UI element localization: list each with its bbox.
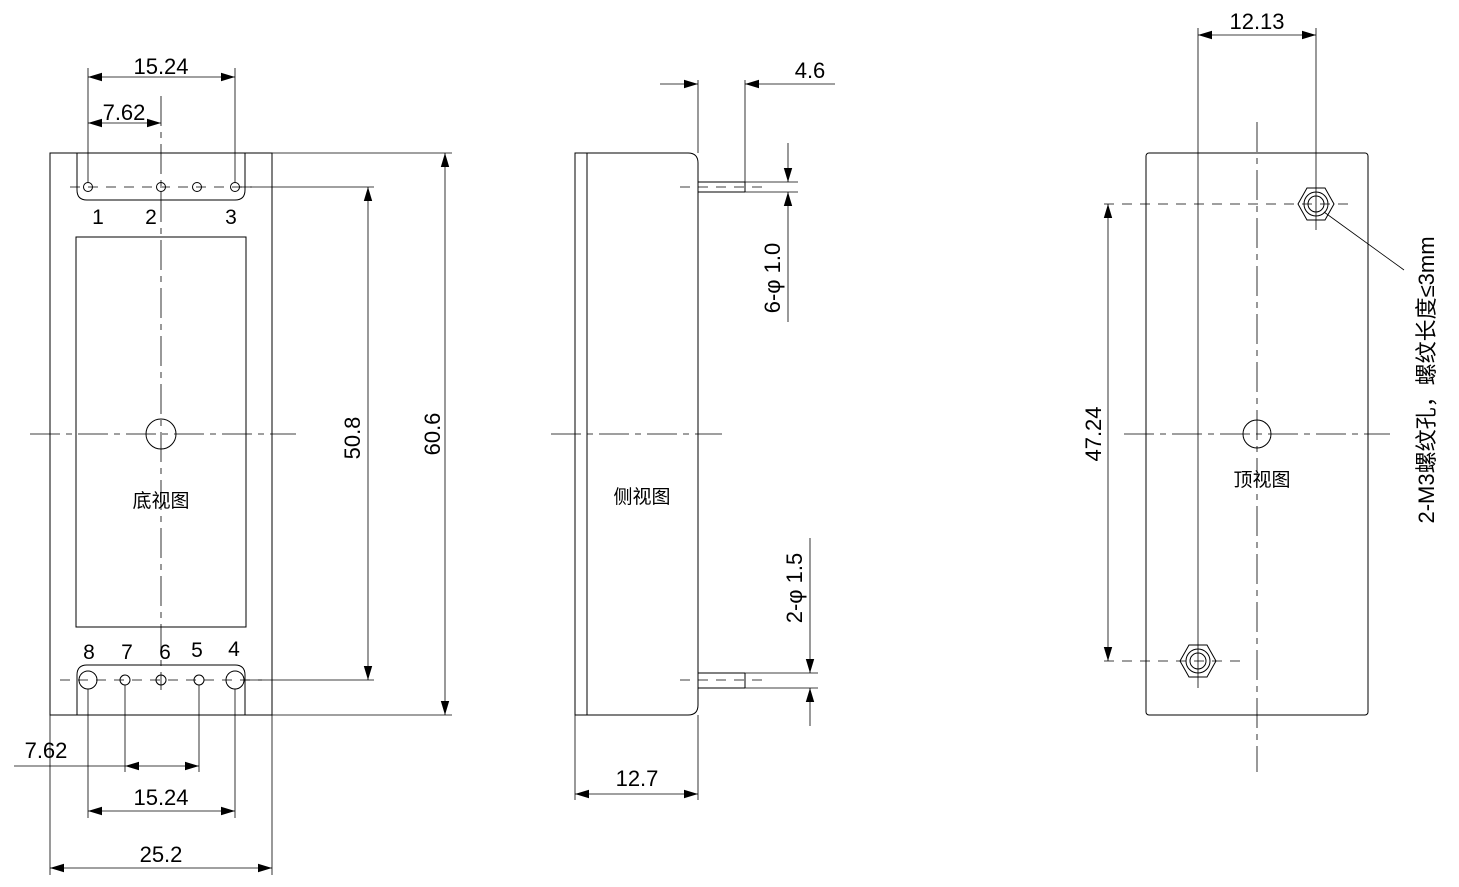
bottom-view-label: 底视图 (132, 490, 189, 512)
top-view: 顶视图 12.13 47.24 2-M3螺纹孔，螺纹长度≤3mm (1081, 9, 1439, 772)
dim-width: 25.2 (140, 842, 183, 867)
threaded-hole-upper (1303, 191, 1329, 217)
hex-nut-upper (1297, 187, 1335, 221)
side-view: 侧视图 4.6 6-φ 1.0 2-φ 1.5 12.7 (551, 58, 835, 800)
dim-hole-spacing: 47.24 (1081, 406, 1106, 461)
pin-label-5: 5 (191, 639, 203, 662)
pin-label-8: 8 (83, 641, 95, 664)
dim-pin-large: 2-φ 1.5 (782, 553, 807, 624)
pin-label-2: 2 (145, 206, 157, 229)
bottom-view: 1 2 3 8 7 6 5 4 底视图 15.24 7.62 7.62 15.2… (14, 54, 452, 875)
pin-6 (155, 674, 167, 686)
dim-pin-length: 4.6 (795, 58, 826, 83)
dim-top-span: 15.24 (133, 54, 188, 79)
pin-1 (83, 182, 93, 192)
dim-bottom-span: 15.24 (133, 785, 188, 810)
threaded-hole-lower-inner (1189, 652, 1207, 670)
dim-hole-offset: 12.13 (1229, 9, 1284, 34)
note-leader (1323, 211, 1405, 271)
pin-label-6: 6 (159, 641, 171, 664)
pin-label-1: 1 (92, 206, 104, 229)
hex-nut-lower (1179, 644, 1217, 678)
pin-blank (192, 182, 202, 192)
side-view-label: 侧视图 (613, 486, 670, 508)
pin-label-3: 3 (225, 206, 237, 229)
side-view-outline (574, 152, 699, 716)
dim-height: 12.7 (616, 766, 659, 791)
pin-label-7: 7 (121, 641, 133, 664)
threaded-hole-lower (1185, 648, 1211, 674)
dim-bottom-half: 7.62 (25, 738, 68, 763)
threaded-hole-upper-inner (1307, 195, 1325, 213)
dim-top-half: 7.62 (103, 100, 146, 125)
pin-2 (156, 182, 166, 192)
pin-3 (230, 182, 240, 192)
center-mark (1242, 419, 1272, 449)
dim-length: 60.6 (420, 413, 445, 456)
dim-pin-small: 6-φ 1.0 (760, 243, 785, 314)
top-view-label: 顶视图 (1233, 469, 1290, 491)
dim-pin-spacing: 50.8 (340, 417, 365, 460)
thread-note: 2-M3螺纹孔，螺纹长度≤3mm (1414, 236, 1439, 523)
center-mark (145, 418, 177, 450)
pin-label-4: 4 (228, 638, 240, 661)
